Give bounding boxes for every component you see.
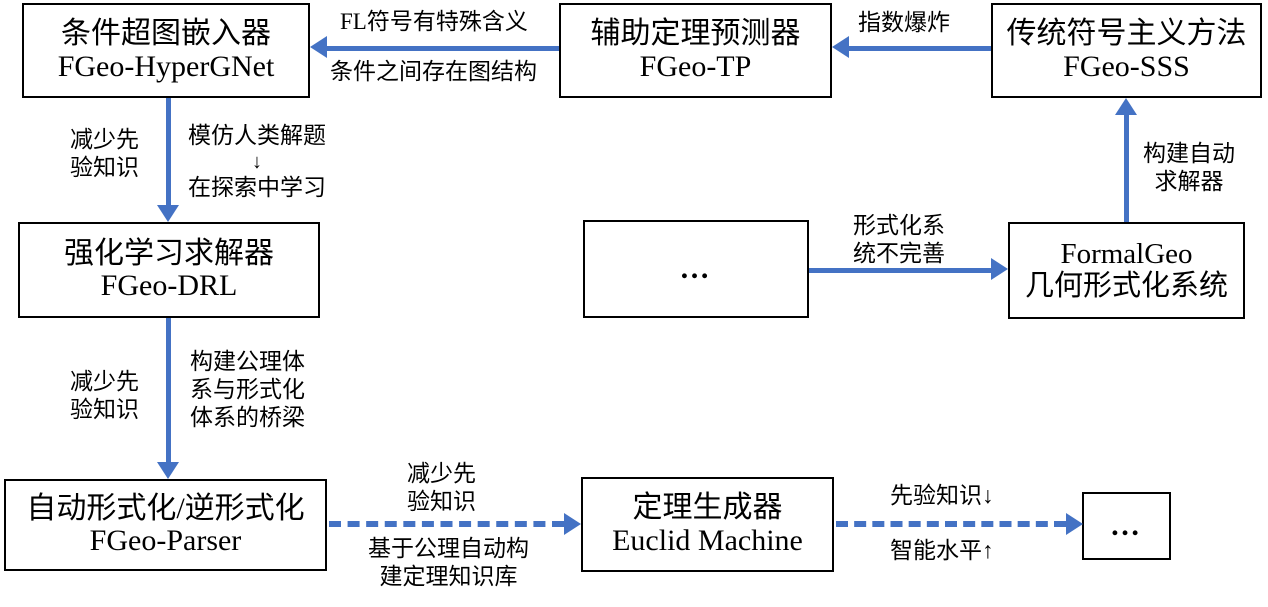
edge-label-text: 验知识 bbox=[70, 155, 139, 181]
edge-label-text: 智能水平↑ bbox=[890, 538, 994, 563]
edge-hypergnet-to-drl bbox=[166, 98, 171, 205]
node-fgeo-sss[interactable]: 传统符号主义方法 FGeo-SSS bbox=[991, 3, 1262, 98]
arrowhead-parser-to-euclid bbox=[564, 513, 581, 535]
ellipsis-label: … bbox=[1110, 508, 1143, 542]
edge-label-text: 基于公理自动构 bbox=[368, 536, 529, 561]
arrowhead-formalgeo-to-sss bbox=[1115, 98, 1137, 115]
edge-sss-to-tp bbox=[849, 46, 991, 51]
edge-label-tp-to-hypergnet-below: 条件之间存在图结构 bbox=[330, 58, 537, 86]
node-label-line2: FGeo-DRL bbox=[100, 269, 238, 302]
inline-down-arrow-icon: ↓ bbox=[252, 151, 262, 174]
node-formalgeo[interactable]: FormalGeo 几何形式化系统 bbox=[1008, 222, 1245, 319]
node-fgeo-hypergnet[interactable]: 条件超图嵌入器 FGeo-HyperGNet bbox=[22, 3, 310, 98]
edge-label-text: 体系的桥梁 bbox=[190, 405, 305, 431]
arrowhead-drl-to-parser bbox=[157, 462, 179, 479]
edge-label-hypergnet-to-drl-left: 减少先 验知识 bbox=[70, 126, 139, 182]
edge-label-text: 先验知识↓ bbox=[890, 483, 994, 508]
edge-label-text: 形式化系 bbox=[853, 213, 945, 238]
node-label-line1: 辅助定理预测器 bbox=[590, 17, 801, 51]
edge-label-text: 构建公理体 bbox=[190, 349, 305, 374]
node-fgeo-drl[interactable]: 强化学习求解器 FGeo-DRL bbox=[18, 222, 320, 318]
node-ellipsis-end[interactable]: … bbox=[1082, 492, 1171, 560]
edge-formalgeo-to-sss bbox=[1124, 115, 1129, 222]
node-label-line1: 条件超图嵌入器 bbox=[61, 17, 271, 51]
edge-label-euclid-to-end-below: 智能水平↑ bbox=[890, 537, 994, 565]
arrowhead-euclid-to-end bbox=[1066, 513, 1083, 535]
edge-label-text: 减少先 bbox=[407, 461, 476, 486]
edge-drl-to-parser bbox=[166, 318, 171, 462]
edge-label-text: 指数爆炸 bbox=[858, 10, 950, 35]
node-label-line1: 定理生成器 bbox=[632, 491, 783, 525]
edge-label-ellipsis-to-formalgeo: 形式化系 统不完善 bbox=[853, 212, 945, 268]
node-label-line2: FGeo-TP bbox=[639, 49, 752, 83]
edge-label-parser-to-euclid-above: 减少先 验知识 bbox=[407, 460, 476, 516]
edge-label-text: 系与形式化 bbox=[190, 377, 305, 403]
node-label-line2: 几何形式化系统 bbox=[1024, 269, 1228, 302]
node-label-line2: FGeo-HyperGNet bbox=[57, 49, 275, 83]
edge-label-text: 求解器 bbox=[1154, 169, 1224, 195]
edge-label-formalgeo-to-sss: 构建自动 求解器 bbox=[1143, 140, 1235, 196]
node-fgeo-parser[interactable]: 自动形式化/逆形式化 FGeo-Parser bbox=[4, 479, 327, 571]
edge-label-euclid-to-end-above: 先验知识↓ bbox=[890, 482, 994, 510]
node-label-line2: FGeo-Parser bbox=[89, 524, 242, 557]
node-label-line1: FormalGeo bbox=[1060, 238, 1193, 271]
edge-label-text: 在探索中学习 bbox=[188, 175, 326, 201]
edge-label-text: 构建自动 bbox=[1143, 141, 1235, 166]
node-label-line1: 强化学习求解器 bbox=[64, 236, 274, 270]
edge-label-parser-to-euclid-below: 基于公理自动构 建定理知识库 bbox=[368, 535, 529, 591]
node-ellipsis-middle[interactable]: … bbox=[583, 220, 809, 318]
arrowhead-hypergnet-to-drl bbox=[157, 205, 179, 222]
edge-label-drl-to-parser-right: 构建公理体 系与形式化 体系的桥梁 bbox=[190, 348, 305, 432]
arrowhead-tp-to-hypergnet bbox=[310, 36, 327, 58]
arrowhead-sss-to-tp bbox=[832, 36, 849, 58]
edge-label-tp-to-hypergnet-above: FL符号有特殊含义 bbox=[340, 8, 528, 36]
node-label-line2: FGeo-SSS bbox=[1063, 49, 1190, 83]
node-label-line2: Euclid Machine bbox=[612, 523, 803, 557]
edge-ellipsis-to-formalgeo bbox=[809, 268, 991, 273]
ellipsis-label: … bbox=[679, 251, 713, 285]
edge-parser-to-euclid bbox=[329, 521, 564, 527]
node-fgeo-tp[interactable]: 辅助定理预测器 FGeo-TP bbox=[559, 3, 832, 98]
edge-euclid-to-end bbox=[836, 521, 1066, 527]
edge-label-text: FL符号有特殊含义 bbox=[340, 9, 528, 34]
arrowhead-ellipsis-to-formalgeo bbox=[991, 258, 1008, 280]
node-label-line1: 自动形式化/逆形式化 bbox=[26, 491, 305, 525]
edge-label-text: 模仿人类解题 bbox=[188, 123, 326, 148]
node-label-line1: 传统符号主义方法 bbox=[1006, 17, 1247, 51]
edge-label-text: 验知识 bbox=[407, 489, 476, 515]
edge-label-text: 建定理知识库 bbox=[379, 564, 518, 590]
edge-label-text: 统不完善 bbox=[853, 241, 945, 267]
edge-label-drl-to-parser-left: 减少先 验知识 bbox=[70, 368, 139, 424]
edge-label-sss-to-tp: 指数爆炸 bbox=[858, 9, 950, 37]
edge-tp-to-hypergnet bbox=[327, 46, 559, 51]
edge-label-text: 验知识 bbox=[70, 397, 139, 423]
edge-label-text: 减少先 bbox=[70, 127, 139, 152]
edge-label-hypergnet-to-drl-right: 模仿人类解题 ↓ 在探索中学习 bbox=[188, 122, 326, 202]
node-euclid-machine[interactable]: 定理生成器 Euclid Machine bbox=[581, 477, 834, 572]
edge-label-text: 减少先 bbox=[70, 369, 139, 394]
edge-label-text: 条件之间存在图结构 bbox=[330, 59, 537, 84]
